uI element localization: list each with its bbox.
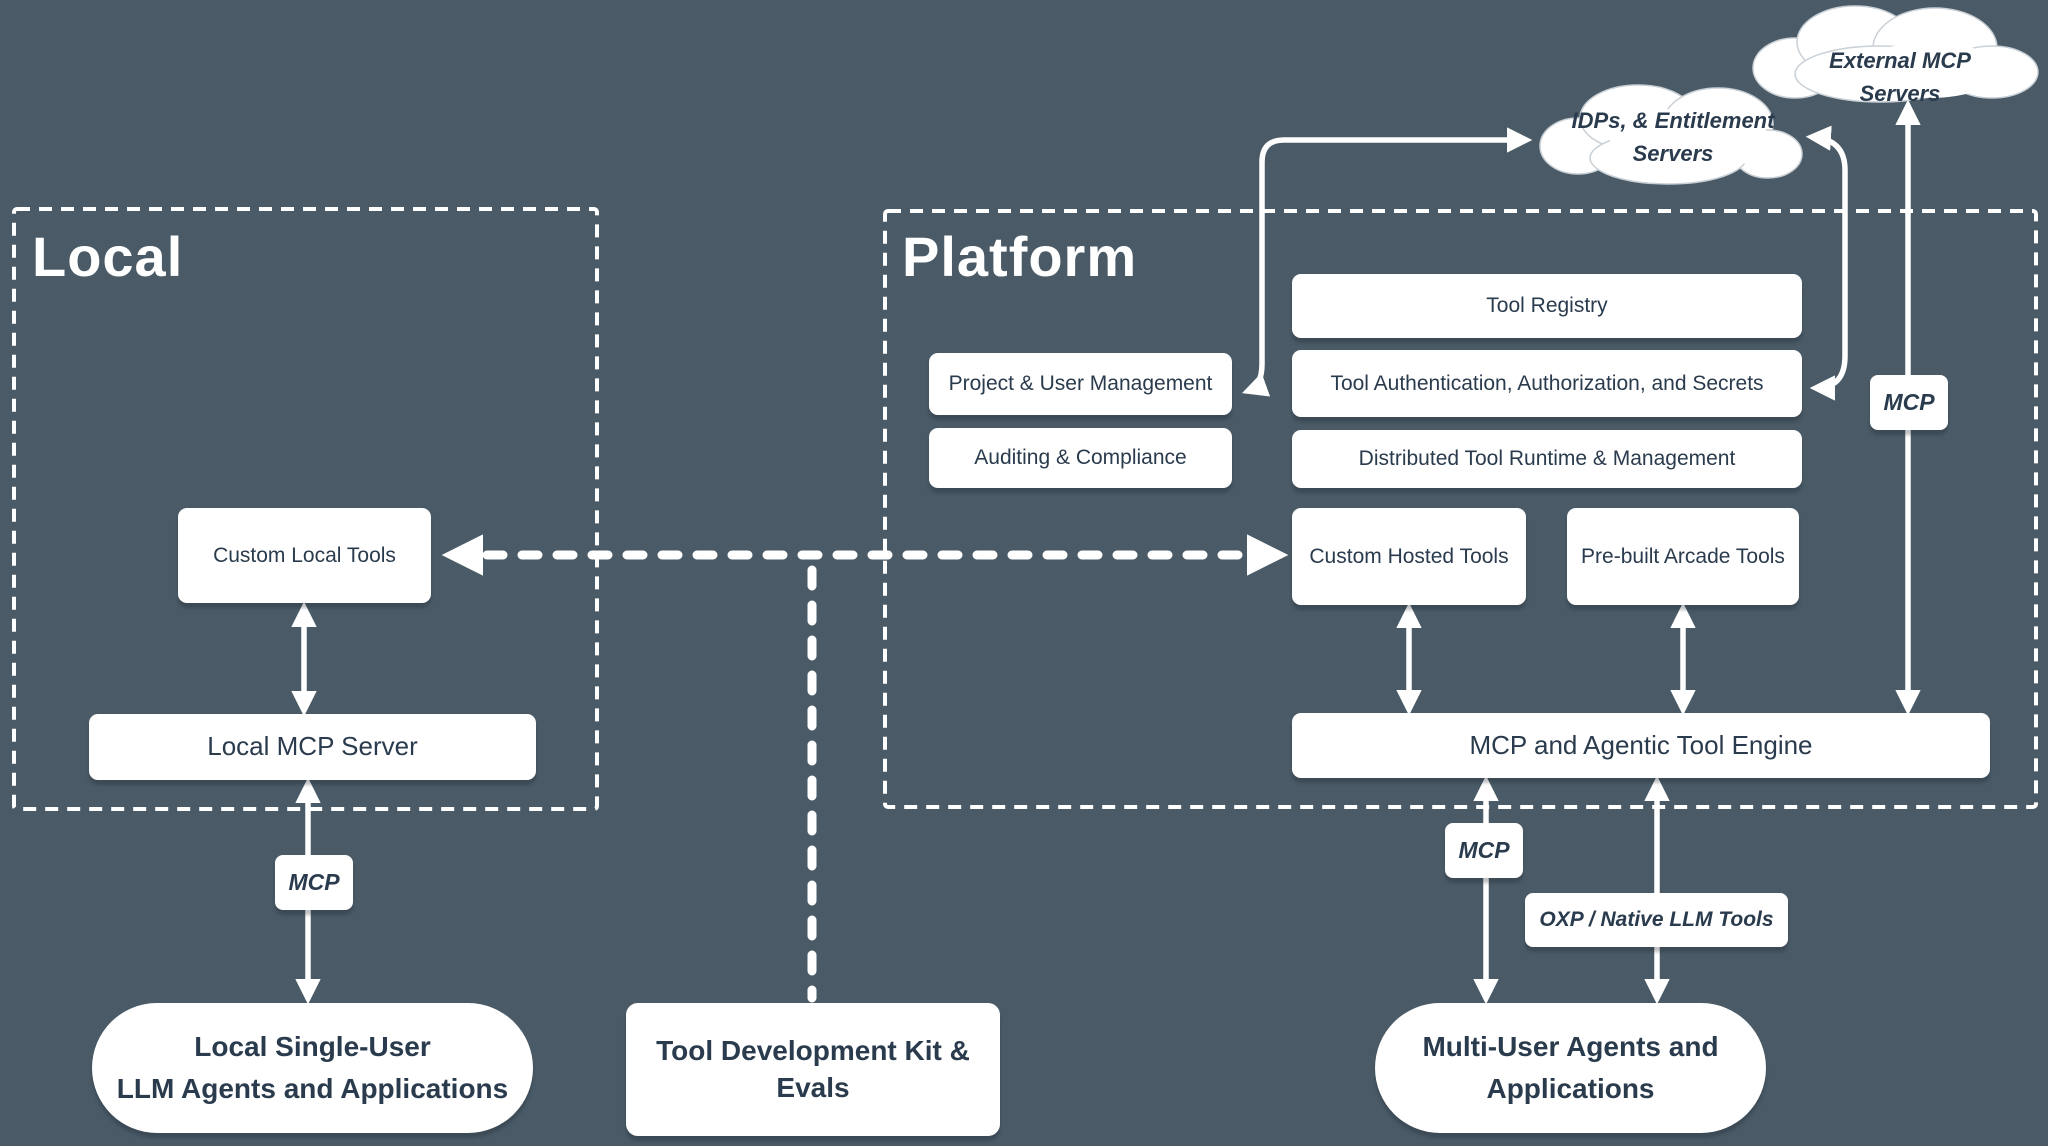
multi-user-agents-box: Multi-User Agents and Applications <box>1375 1003 1766 1133</box>
idps-entitlement-servers-cloud <box>1539 84 1803 185</box>
idps-label-line1: IDPs, & Entitlement <box>1571 108 1775 133</box>
platform-region-title: Platform <box>902 225 1138 288</box>
mcp-protocol-label-platform: MCP <box>1445 823 1523 878</box>
tool-registry-box: Tool Registry <box>1292 274 1802 338</box>
local-agents-line1: Local Single-User <box>194 1031 431 1062</box>
mcp-agentic-tool-engine-box: MCP and Agentic Tool Engine <box>1292 713 1990 778</box>
local-region-border <box>12 207 599 811</box>
local-mcp-server-box: Local MCP Server <box>89 714 536 780</box>
multi-user-agents-line2: Applications <box>1486 1073 1655 1104</box>
connector-project-user-mgmt-idps-cloud <box>1242 127 1533 397</box>
custom-hosted-tools-box: Custom Hosted Tools <box>1292 508 1526 605</box>
project-user-mgmt-box: Project & User Management <box>929 353 1232 415</box>
tool-dev-kit-box: Tool Development Kit & Evals <box>626 1003 1000 1136</box>
connector-tool-auth-idps-cloud <box>1805 125 1848 401</box>
tool-auth-box: Tool Authentication, Authorization, and … <box>1292 350 1802 417</box>
mcp-protocol-label-external: MCP <box>1870 375 1948 430</box>
local-agents-box: Local Single-User LLM Agents and Applica… <box>92 1003 533 1133</box>
local-agents-line2: LLM Agents and Applications <box>116 1073 509 1104</box>
auditing-compliance-box: Auditing & Compliance <box>929 428 1232 488</box>
prebuilt-arcade-tools-box: Pre-built Arcade Tools <box>1567 508 1799 605</box>
multi-user-agents-line1: Multi-User Agents and <box>1422 1031 1719 1062</box>
external-mcp-servers-cloud <box>1752 5 2039 103</box>
idps-label-line2: Servers <box>1632 141 1714 166</box>
external-mcp-servers-label: External MCP Servers <box>1829 48 1971 106</box>
mcp-protocol-label-local: MCP <box>275 855 353 910</box>
custom-local-tools-box: Custom Local Tools <box>178 508 431 603</box>
local-region-title: Local <box>32 225 184 288</box>
oxp-native-llm-tools-label: OXP / Native LLM Tools <box>1525 893 1788 947</box>
distributed-runtime-box: Distributed Tool Runtime & Management <box>1292 430 1802 488</box>
idps-entitlement-servers-label: IDPs, & Entitlement Servers <box>1558 104 1788 170</box>
